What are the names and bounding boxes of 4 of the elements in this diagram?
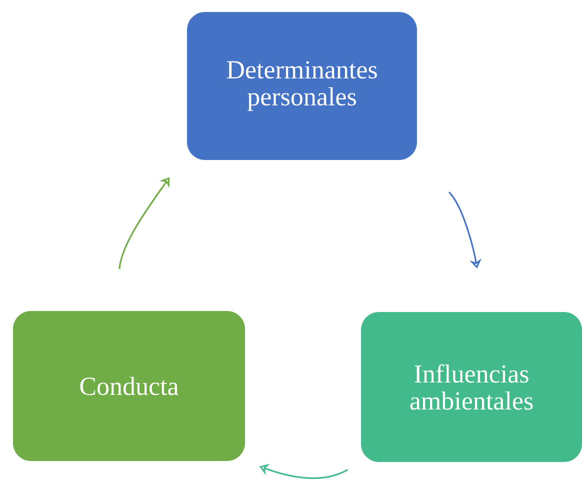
arrow: [118, 177, 170, 270]
process-box: Determinantes personales: [187, 12, 417, 160]
process-box: Conducta: [13, 311, 245, 461]
process-box: Influencias ambientales: [361, 312, 582, 462]
